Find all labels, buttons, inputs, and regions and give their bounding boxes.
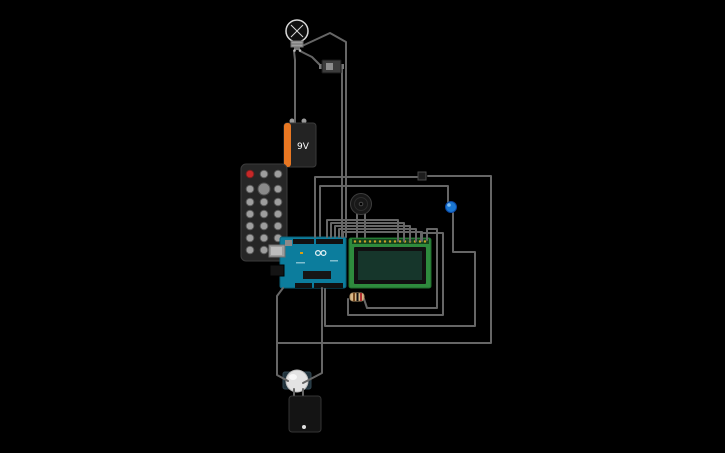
pir-dome-highlight (289, 374, 297, 380)
remote-button (245, 245, 255, 255)
pin-header-top-right (316, 239, 343, 244)
pir-sensor[interactable] (282, 369, 312, 393)
bulb-filament (290, 24, 304, 38)
silkscreen-mark (296, 262, 305, 264)
blue-sensor[interactable] (445, 201, 457, 213)
arduino-logo-icon (320, 250, 327, 257)
bulb-tip (294, 47, 300, 50)
remote-button (245, 209, 255, 219)
resistor-band (353, 293, 355, 301)
wire-junction[interactable] (417, 171, 427, 181)
lcd-pin (398, 240, 402, 243)
remote-button (273, 221, 283, 231)
mcu-chip (303, 271, 331, 279)
lcd-pin (393, 240, 397, 243)
bulb-terminal (293, 49, 296, 52)
resistor-band (356, 293, 359, 301)
arduino-logo-icon (315, 250, 322, 257)
lcd-pin (423, 240, 427, 243)
remote-button (245, 184, 255, 194)
wire-black-arduino-to-sensor[interactable] (324, 212, 476, 327)
wire-blue-lcd-data[interactable] (326, 219, 399, 242)
remote-button (273, 169, 283, 179)
buzzer-hole (358, 201, 364, 207)
blue-sensor-highlight (447, 203, 451, 207)
wire-orange-lcd-data[interactable] (338, 228, 417, 242)
lcd-pin (363, 240, 367, 243)
wire-green-arduino-to-pir[interactable] (302, 287, 323, 384)
lcd-screen (358, 251, 422, 280)
lcd-pin (353, 240, 357, 243)
battery-label: 9V (297, 142, 310, 152)
wire-red-arduino-to-sensor[interactable] (319, 185, 449, 237)
remote-button (259, 169, 269, 179)
slide-switch[interactable] (319, 59, 344, 74)
remote-button (273, 184, 283, 194)
remote-button (245, 221, 255, 231)
wire-yellow-arduino-to-junction[interactable] (314, 176, 420, 238)
remote-power-button (245, 169, 255, 179)
pin-header-bottom-right (314, 283, 343, 288)
remote-button (259, 245, 269, 255)
usb-port-inner (271, 247, 282, 255)
battery-9v[interactable]: 9V (283, 118, 317, 168)
pin-header-top-left (293, 239, 314, 244)
power-jack (269, 264, 285, 277)
battery-terminal (289, 118, 295, 124)
lcd-pin (383, 240, 387, 243)
remote-button (259, 209, 269, 219)
switch-knob (326, 63, 333, 70)
lightbulb[interactable] (285, 19, 309, 52)
remote-button (245, 233, 255, 243)
wire-purple-lcd-data[interactable] (342, 231, 423, 242)
arduino-uno[interactable] (268, 236, 347, 289)
wire-green-bulb-to-arduino[interactable] (301, 32, 347, 238)
wire-red-lcd-loop[interactable] (363, 228, 438, 309)
battery-stripe (284, 123, 291, 167)
wire-red-long-loop[interactable] (276, 175, 492, 344)
blue-sensor-body (445, 201, 457, 213)
battery-pack-body (288, 395, 322, 433)
remote-big-button (257, 182, 271, 196)
remote-button (245, 197, 255, 207)
remote-button (273, 197, 283, 207)
lcd-pin (373, 240, 377, 243)
resistor-band (360, 293, 362, 301)
pin-header-bottom-left (295, 283, 312, 288)
wire-red-bulb-to-switch[interactable] (299, 50, 322, 67)
buzzer-ring (354, 197, 368, 211)
reset-button (285, 240, 292, 246)
battery-pack[interactable] (288, 395, 322, 433)
lcd-pin (388, 240, 392, 243)
battery-terminal (301, 118, 307, 124)
wire-red-battery-to-bulb[interactable] (293, 50, 296, 123)
onboard-led (300, 252, 303, 254)
lcd-pin (378, 240, 382, 243)
remote-button (273, 209, 283, 219)
piezo-buzzer[interactable] (350, 193, 372, 215)
lcd-pin (368, 240, 372, 243)
lcd-pin (358, 240, 362, 243)
bulb-terminal (298, 49, 302, 52)
remote-button (259, 221, 269, 231)
wire-yellow-lcd-data[interactable] (334, 225, 411, 242)
battery-pack-dot (302, 425, 306, 429)
wire-red-arduino-to-pir[interactable] (276, 287, 289, 382)
remote-button (259, 233, 269, 243)
ir-remote[interactable] (240, 163, 288, 262)
resistor[interactable] (349, 292, 365, 302)
lcd-display[interactable] (348, 237, 432, 289)
silkscreen-mark (330, 260, 338, 262)
remote-button (259, 197, 269, 207)
